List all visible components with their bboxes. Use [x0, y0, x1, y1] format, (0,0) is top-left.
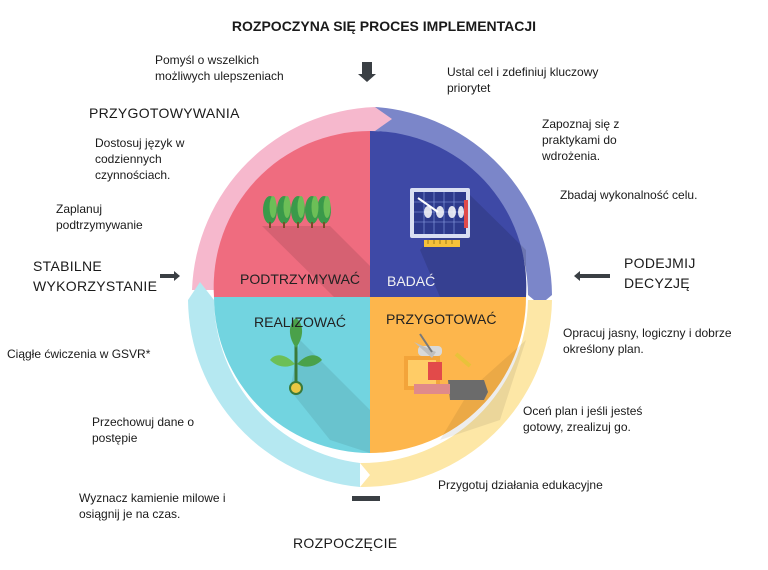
blueprint-monitor-icon — [410, 188, 470, 247]
quadrant-prepare — [370, 297, 526, 453]
tools-icon — [404, 333, 488, 400]
quadrant-label-realize: REALIZOWAĆ — [254, 314, 347, 330]
shadow-sprout — [290, 340, 370, 453]
quadrant-label-prepare: PRZYGOTOWAĆ — [386, 311, 497, 327]
left-arrow-shaft — [160, 274, 174, 278]
shadow-monitor — [420, 195, 526, 297]
note-education: Przygotuj działania edukacyjne — [438, 478, 603, 492]
quadrant-realize — [214, 297, 370, 453]
shadow-trees — [262, 226, 370, 297]
quadrant-label-sustain: PODTRZYMYWAĆ — [240, 271, 361, 287]
note-feasibility: Zbadaj wykonalność celu. — [560, 188, 698, 202]
ring-arc-explore — [375, 107, 552, 305]
sprout-icon — [270, 318, 322, 395]
diagram-title: ROZPOCZYNA SIĘ PROCES IMPLEMENTACJI — [231, 18, 537, 34]
stage-label-start: ROZPOCZĘCIE — [293, 535, 398, 551]
top-arrow-shaft — [362, 62, 372, 74]
bottom-arrow-shaft — [352, 496, 380, 501]
left-arrow-head — [174, 271, 180, 281]
stage-label-prepare: PRZYGOTOWYWANIA — [89, 105, 240, 121]
top-arrow-head — [358, 74, 376, 82]
ring-arc-prepare — [192, 107, 392, 290]
ring-arc-realize — [188, 282, 360, 487]
note-practice: Ciągłe ćwiczenia w GSVR* — [7, 347, 151, 361]
quadrant-label-explore: BADAĆ — [387, 273, 436, 289]
right-arrow-head — [574, 271, 580, 281]
ring-arc-prepare-plan — [360, 300, 552, 488]
trees-icon — [263, 196, 331, 228]
right-arrow-shaft — [580, 274, 610, 278]
